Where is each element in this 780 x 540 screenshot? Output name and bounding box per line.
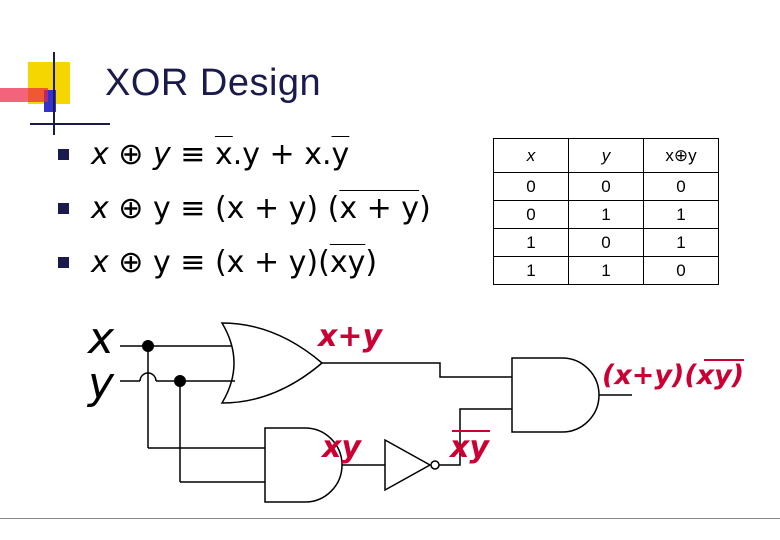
bullet-item-3: x ⊕ y ≡ (x + y)(xy) <box>58 242 377 282</box>
truth-table-header-row: x y x⊕y <box>493 138 719 173</box>
bullet-item-2: x ⊕ y ≡ (x + y) (x + y) <box>58 188 431 228</box>
truth-table-cell: 0 <box>643 172 719 201</box>
truth-table-cell: 1 <box>643 200 719 229</box>
junction-dot-y <box>174 375 186 387</box>
wire-or-out <box>322 362 512 378</box>
equation-2: x ⊕ y ≡ (x + y) (x + y) <box>91 190 431 226</box>
truth-table-cell: 1 <box>493 256 569 285</box>
input-x-label: x <box>86 313 115 364</box>
not-gate-bubble <box>430 460 440 470</box>
truth-table-cell: 0 <box>568 172 644 201</box>
truth-table-cell: 0 <box>643 256 719 285</box>
equation-1: x ⊕ y ≡ x.y + x.y <box>91 136 350 172</box>
final-output-over: xy <box>695 360 733 391</box>
junction-dot-x <box>142 340 154 352</box>
not-gate <box>384 438 432 492</box>
logo-graphic <box>0 52 110 135</box>
or-output-label: x+y <box>316 319 383 354</box>
truth-table-row: 0 0 0 <box>493 172 719 201</box>
and-gate-final <box>511 357 600 433</box>
final-output-suffix: ) <box>731 360 744 391</box>
truth-table-cell: 0 <box>493 200 569 229</box>
final-output-label: (x+y)(xy) <box>602 360 744 391</box>
footer-divider <box>0 518 780 519</box>
and-gate-lower <box>264 427 343 503</box>
truth-table-cell: 1 <box>493 228 569 257</box>
bullet-item-1: x ⊕ y ≡ x.y + x.y <box>58 134 349 174</box>
truth-table-header-x: x <box>493 138 569 173</box>
truth-table-cell: 1 <box>643 228 719 257</box>
truth-table-header-xor: x⊕y <box>643 138 719 173</box>
bullet-square-icon <box>58 148 69 160</box>
input-y-label: y <box>86 358 115 409</box>
slide-title: XOR Design <box>105 62 322 104</box>
truth-table-row: 1 1 0 <box>493 256 719 285</box>
truth-table: x y x⊕y 0 0 0 0 1 1 1 0 1 1 1 0 <box>493 138 719 285</box>
truth-table-cell: 1 <box>568 256 644 285</box>
truth-table-row: 1 0 1 <box>493 228 719 257</box>
truth-table-header-y: y <box>568 138 644 173</box>
truth-table-row: 0 1 1 <box>493 200 719 229</box>
or-gate <box>220 322 324 404</box>
nand-output-label: xy <box>448 430 490 465</box>
xor-circuit-diagram: x y x+y xy xy ( <box>86 313 744 503</box>
truth-table-cell: 0 <box>493 172 569 201</box>
final-output-prefix: (x+y)( <box>602 360 697 391</box>
logo-red-bar <box>0 88 48 102</box>
truth-table-cell: 0 <box>568 228 644 257</box>
equation-3: x ⊕ y ≡ (x + y)(xy) <box>91 244 378 280</box>
truth-table-cell: 1 <box>568 200 644 229</box>
wire-not-out <box>439 408 512 466</box>
and-output-label: xy <box>320 430 362 465</box>
bullet-square-icon <box>58 202 69 214</box>
bullet-square-icon <box>58 256 69 268</box>
